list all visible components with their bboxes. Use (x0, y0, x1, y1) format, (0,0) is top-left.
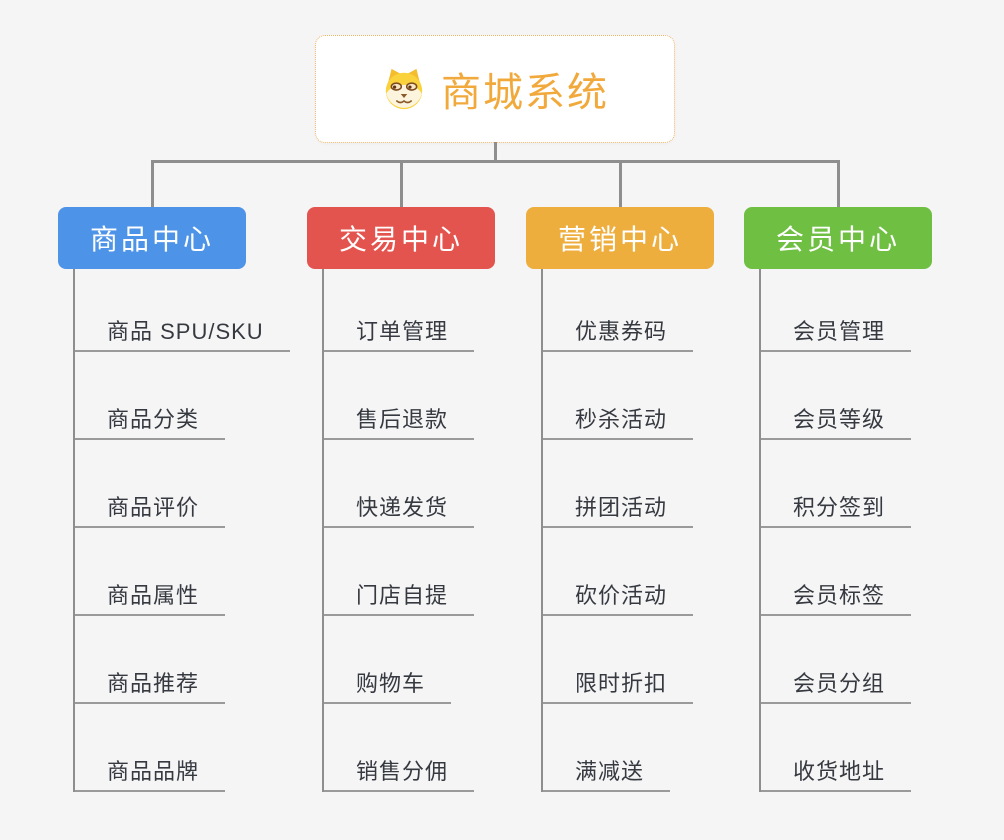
leaf-label: 快递发货 (356, 495, 449, 520)
leaf-label: 订单管理 (356, 319, 449, 344)
leaf-node[interactable]: 订单管理 (324, 319, 475, 352)
leaf-label: 商品 SPU/SKU (107, 319, 264, 344)
leaf-label: 商品分类 (107, 407, 200, 432)
leaf-label: 砍价活动 (575, 583, 668, 608)
leaf-label: 优惠券码 (575, 319, 668, 344)
branch-node-1[interactable]: 商品中心 (58, 207, 246, 269)
leaf-node[interactable]: 商品分类 (75, 407, 226, 440)
leaf-node[interactable]: 会员分组 (761, 671, 912, 704)
leaf-node[interactable]: 门店自提 (324, 583, 475, 616)
leaf-node[interactable]: 售后退款 (324, 407, 475, 440)
branch-node-4[interactable]: 会员中心 (744, 207, 932, 269)
connector-root-stub (493, 142, 497, 163)
leaf-label: 会员等级 (793, 407, 886, 432)
leaf-label: 收货地址 (793, 759, 886, 784)
leaf-node[interactable]: 拼团活动 (543, 495, 694, 528)
leaf-column-2: 订单管理售后退款快递发货门店自提购物车销售分佣 (322, 269, 475, 792)
leaf-node[interactable]: 满减送 (543, 759, 671, 792)
leaf-label: 秒杀活动 (575, 407, 668, 432)
leaf-label: 商品品牌 (107, 759, 200, 784)
root-title: 商城系统 (441, 71, 609, 115)
leaf-label: 限时折扣 (575, 671, 668, 696)
leaf-node[interactable]: 积分签到 (761, 495, 912, 528)
leaf-label: 售后退款 (356, 407, 449, 432)
leaf-label: 销售分佣 (356, 759, 449, 784)
leaf-node[interactable]: 会员标签 (761, 583, 912, 616)
leaf-node[interactable]: 销售分佣 (324, 759, 475, 792)
connector-branch-drop (618, 160, 622, 207)
leaf-node[interactable]: 会员管理 (761, 319, 912, 352)
branch-node-3[interactable]: 营销中心 (526, 207, 714, 269)
leaf-node[interactable]: 限时折扣 (543, 671, 694, 704)
leaf-label: 商品推荐 (107, 671, 200, 696)
leaf-node[interactable]: 商品属性 (75, 583, 226, 616)
connector-branch-drop (399, 160, 403, 207)
leaf-label: 会员标签 (793, 583, 886, 608)
leaf-node[interactable]: 商品品牌 (75, 759, 226, 792)
branch-node-2[interactable]: 交易中心 (307, 207, 495, 269)
connector-branch-drop (836, 160, 840, 207)
leaf-label: 商品属性 (107, 583, 200, 608)
leaf-label: 满减送 (575, 759, 645, 784)
leaf-node[interactable]: 优惠券码 (543, 319, 694, 352)
dog-face-icon (385, 68, 423, 110)
connector-bus (152, 160, 838, 163)
leaf-node[interactable]: 商品推荐 (75, 671, 226, 704)
leaf-column-4: 会员管理会员等级积分签到会员标签会员分组收货地址 (759, 269, 912, 792)
leaf-node[interactable]: 收货地址 (761, 759, 912, 792)
leaf-label: 会员分组 (793, 671, 886, 696)
leaf-label: 商品评价 (107, 495, 200, 520)
branch-label: 商品中心 (89, 224, 214, 255)
leaf-node[interactable]: 秒杀活动 (543, 407, 694, 440)
leaf-label: 会员管理 (793, 319, 886, 344)
leaf-column-1: 商品 SPU/SKU 商品分类商品评价商品属性商品推荐商品品牌 (73, 269, 290, 792)
branch-label: 会员中心 (775, 224, 900, 255)
leaf-node[interactable]: 会员等级 (761, 407, 912, 440)
leaf-node[interactable]: 砍价活动 (543, 583, 694, 616)
leaf-label: 购物车 (356, 671, 426, 696)
root-node[interactable]: 商城系统 (315, 35, 675, 143)
leaf-node[interactable]: 购物车 (324, 671, 452, 704)
leaf-label: 积分签到 (793, 495, 886, 520)
leaf-node[interactable]: 商品评价 (75, 495, 226, 528)
leaf-label: 拼团活动 (575, 495, 668, 520)
leaf-column-3: 优惠券码秒杀活动拼团活动砍价活动限时折扣满减送 (541, 269, 694, 792)
leaf-label: 门店自提 (356, 583, 449, 608)
leaf-node[interactable]: 商品 SPU/SKU (75, 319, 290, 352)
leaf-node[interactable]: 快递发货 (324, 495, 475, 528)
branch-label: 交易中心 (338, 224, 463, 255)
branch-label: 营销中心 (557, 224, 682, 255)
connector-branch-drop (150, 160, 154, 207)
